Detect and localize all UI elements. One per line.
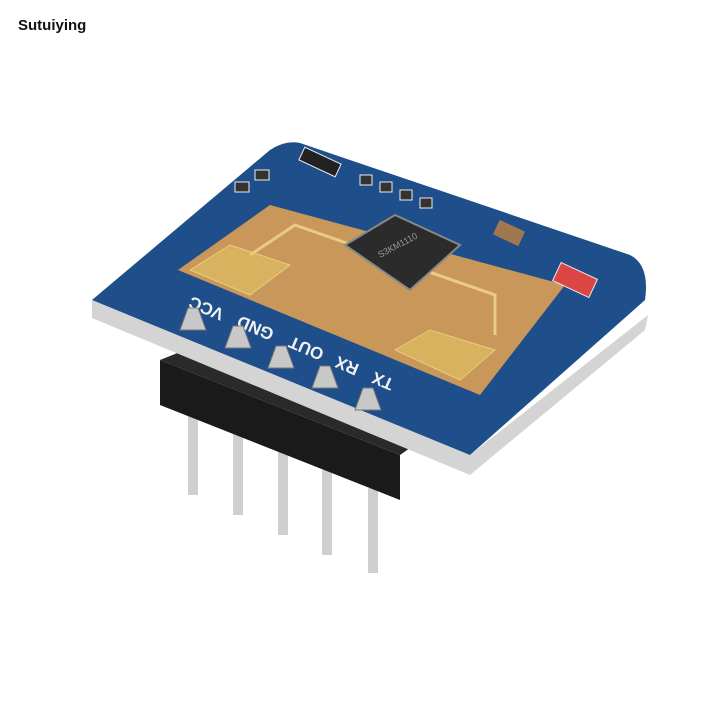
pin-header-block — [160, 352, 410, 500]
antenna-patch-left — [188, 244, 292, 296]
radar-chip — [343, 213, 462, 292]
solder-joints — [179, 307, 382, 411]
header-pins — [188, 410, 378, 573]
pcb-edge — [92, 300, 648, 475]
watermark: Sutuiying — [18, 17, 87, 34]
antenna-patch-right — [393, 329, 497, 381]
